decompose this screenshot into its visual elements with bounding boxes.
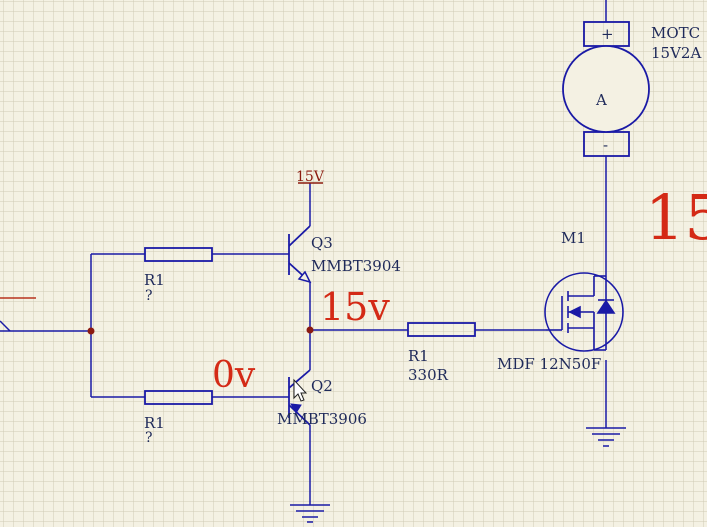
q3-designator: Q3 — [311, 234, 333, 252]
ground-symbol-mosfet — [586, 427, 626, 447]
r-gate-designator: R1 — [408, 347, 429, 365]
motor-minus-label: - — [603, 136, 608, 154]
transistor-q3[interactable] — [288, 225, 312, 284]
annotation-mid-voltage: 15v — [320, 285, 390, 329]
annotation-right-voltage: 15 — [645, 181, 707, 254]
r-gate-value: 330R — [408, 366, 449, 384]
mouse-cursor-icon — [293, 378, 308, 402]
transistor-q2[interactable] — [288, 369, 311, 426]
r-top-designator: R1 — [144, 271, 165, 289]
mosfet-part: MDF 12N50F — [497, 355, 601, 373]
resistor-bottom[interactable] — [144, 390, 213, 405]
junction-dot-mid — [306, 326, 314, 334]
motor[interactable] — [562, 21, 650, 157]
annotation-q2-voltage: 0v — [212, 355, 256, 396]
resistor-gate[interactable] — [407, 322, 476, 337]
motor-plus-label: + — [601, 25, 614, 43]
motor-rating: 15V2A — [651, 44, 701, 62]
mosfet-designator: M1 — [561, 229, 586, 247]
input-wire-stub — [0, 320, 11, 332]
supply-label: 15V — [296, 169, 325, 185]
r-top-value: ? — [145, 288, 153, 304]
q2-part: MMBT3906 — [277, 410, 367, 428]
q2-designator: Q2 — [311, 377, 333, 395]
r-bottom-designator: R1 — [144, 414, 165, 432]
resistor-top[interactable] — [144, 247, 213, 262]
motor-name: MOTC — [651, 24, 700, 42]
r-bottom-value: ? — [145, 430, 153, 446]
motor-symbol: A — [595, 91, 607, 109]
mosfet-m1[interactable] — [544, 272, 624, 352]
wires — [0, 0, 607, 505]
junction-dot-input — [87, 327, 95, 335]
q3-part: MMBT3904 — [311, 257, 401, 275]
ground-symbol-q2 — [290, 504, 330, 523]
